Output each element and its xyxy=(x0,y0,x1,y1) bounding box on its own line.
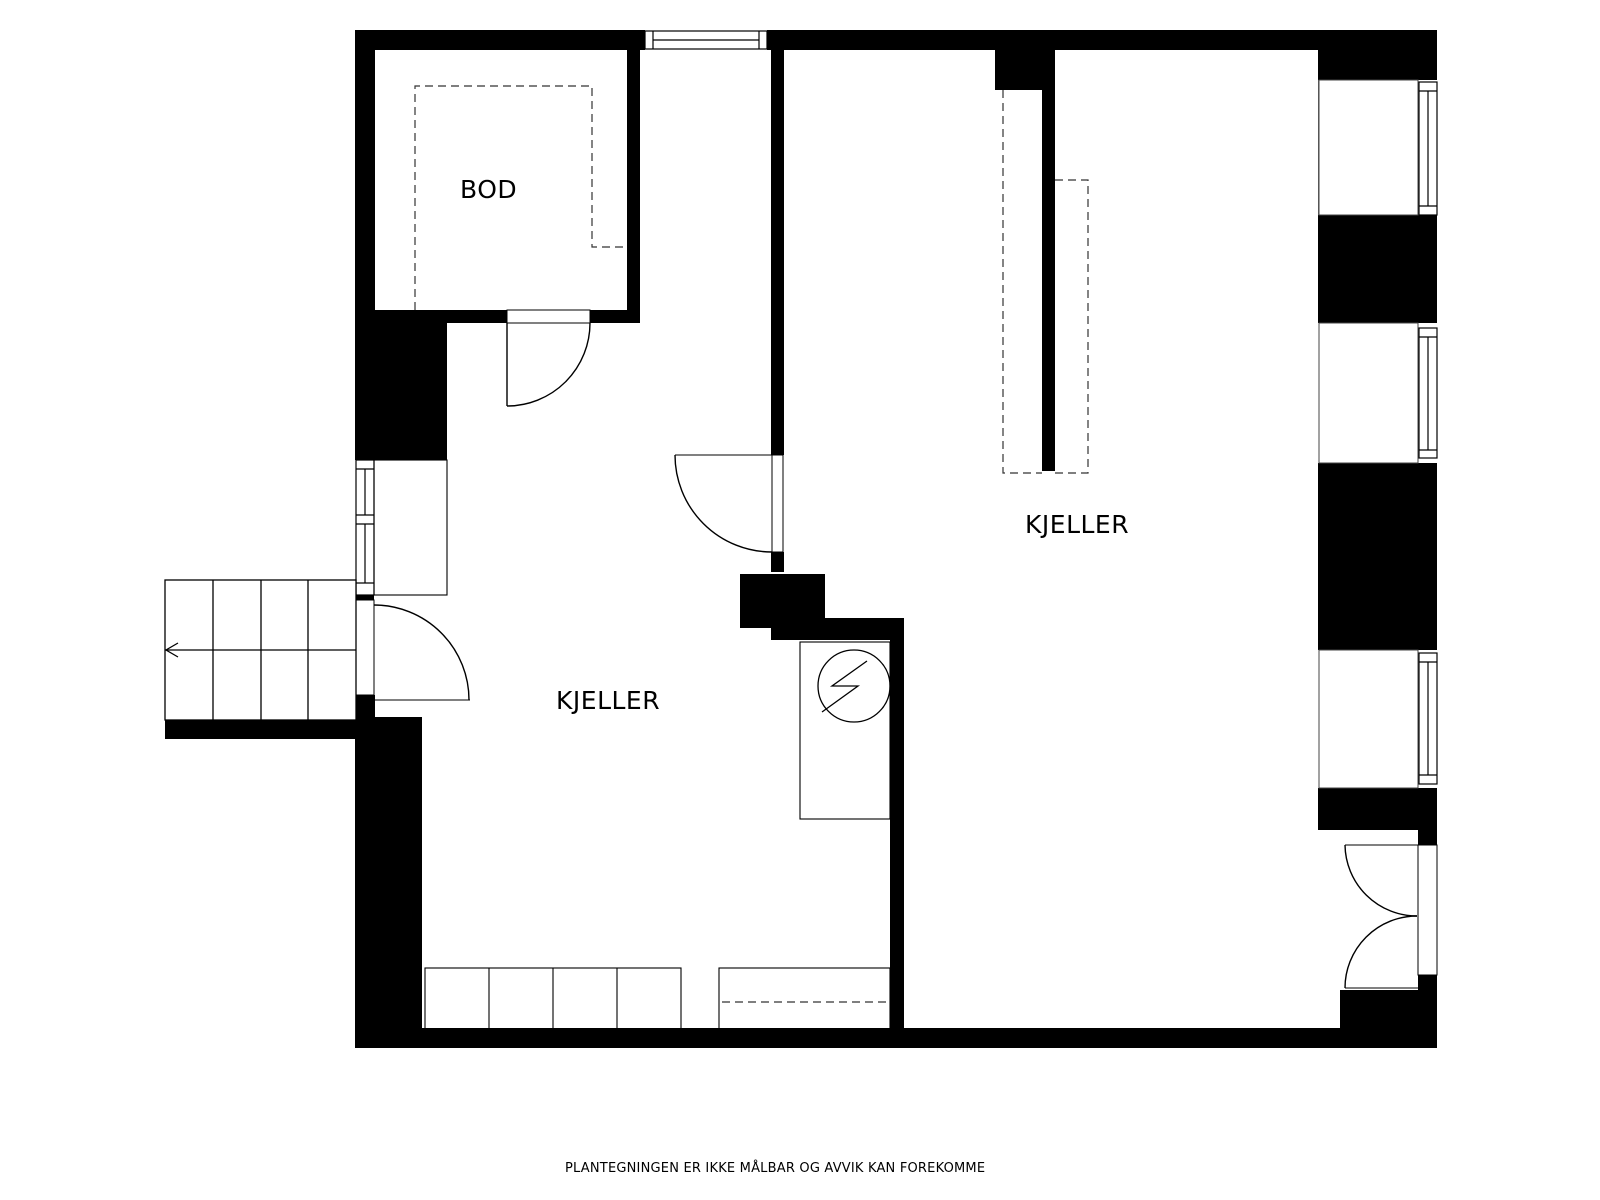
stairs xyxy=(164,579,357,721)
shelf-right-of-wall xyxy=(1055,179,1089,474)
room-label-bod: BOD xyxy=(460,175,518,204)
window-right-2 xyxy=(1418,327,1438,459)
arrow-left-icon xyxy=(164,642,179,658)
wall-niches xyxy=(1318,79,1419,789)
lightning-circle-icon xyxy=(817,649,891,723)
doors xyxy=(355,309,1438,989)
cabinet-left xyxy=(373,459,448,596)
door-middle xyxy=(674,454,784,553)
windows xyxy=(355,30,1438,785)
door-bod xyxy=(506,309,591,407)
door-entrance xyxy=(355,599,470,701)
fixtures xyxy=(373,459,891,1041)
interior-walls xyxy=(355,30,1055,1048)
window-right-1 xyxy=(1418,81,1438,216)
window-left xyxy=(355,459,375,596)
window-top xyxy=(644,30,768,50)
footer-disclaimer: PLANTEGNINGEN ER IKKE MÅLBAR OG AVVIK KA… xyxy=(565,1161,986,1176)
window-right-3 xyxy=(1418,652,1438,785)
door-double-right xyxy=(1344,844,1438,989)
room-label-kjeller-left: KJELLER xyxy=(556,686,661,715)
dashed-outlines xyxy=(414,85,1089,1003)
room-label-kjeller-right: KJELLER xyxy=(1025,510,1130,539)
bench-bottom xyxy=(718,967,891,1041)
shelf-left-of-wall xyxy=(1002,90,1042,474)
shelves-bottom xyxy=(424,967,682,1041)
bod-shelf-outline xyxy=(414,85,624,310)
electrical-cabinet xyxy=(799,641,891,820)
